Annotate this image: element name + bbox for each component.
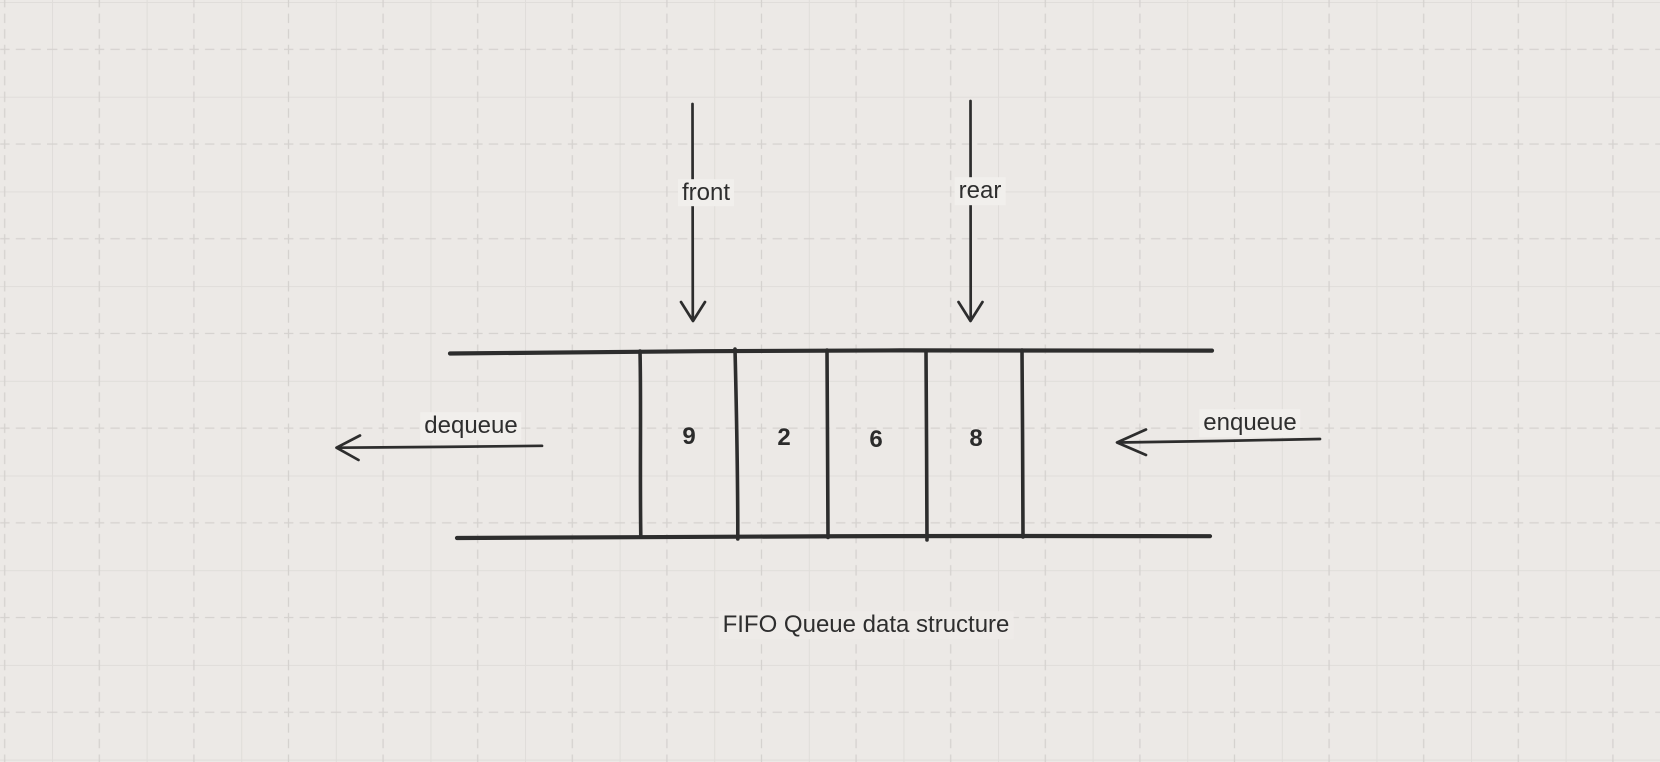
rear-label: rear: [954, 177, 1006, 205]
front-pointer-arrow: [679, 102, 707, 323]
rear-pointer-arrow: [957, 99, 984, 323]
queue-cell-value-3: 6: [869, 426, 883, 453]
queue-top-line: [447, 348, 1215, 356]
queue-cell-divider-4: [924, 349, 929, 542]
dequeue-arrow: [335, 434, 544, 462]
queue-cell-divider-1: [638, 349, 643, 539]
diagram-caption: FIFO Queue data structure: [718, 611, 1014, 639]
enqueue-arrow: [1115, 428, 1322, 457]
queue-cell-divider-3: [825, 348, 830, 540]
dequeue-label: dequeue: [420, 412, 522, 440]
queue-cell-divider-2: [733, 347, 740, 541]
queue-bottom-line: [454, 533, 1213, 541]
front-label: front: [677, 178, 735, 207]
enqueue-label: enqueue: [1199, 409, 1301, 437]
queue-cell-divider-5: [1020, 348, 1025, 539]
queue-cell-value-1: 9: [682, 423, 696, 450]
queue-cell-value-2: 2: [777, 424, 791, 451]
queue-cell-value-4: 8: [969, 425, 983, 452]
